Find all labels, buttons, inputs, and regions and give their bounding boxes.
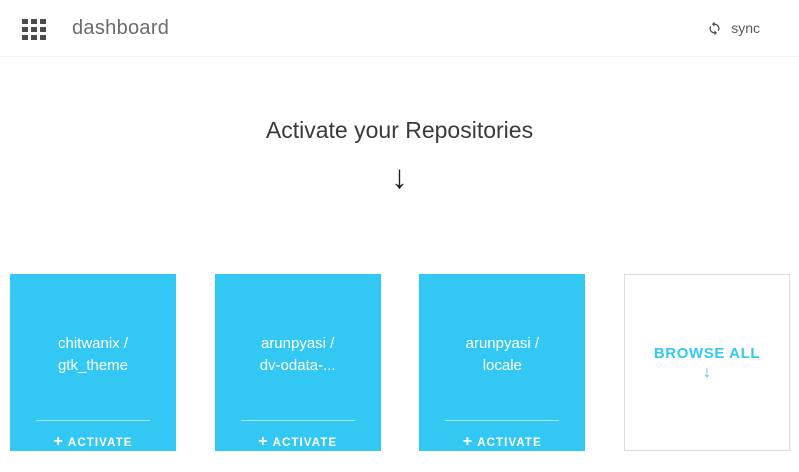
browse-down-arrow-icon: ↓ bbox=[702, 363, 711, 381]
repo-name: arunpyasi / locale bbox=[419, 274, 585, 420]
repo-name: chitwanix / gtk_theme bbox=[10, 274, 176, 420]
repo-title: gtk_theme bbox=[57, 357, 129, 374]
plus-icon: + bbox=[462, 433, 474, 450]
repo-owner: arunpyasi / bbox=[465, 335, 539, 352]
repository-cards-row: chitwanix / gtk_theme + ACTIVATE arunpya… bbox=[10, 274, 790, 451]
header: dashboard sync bbox=[0, 0, 799, 57]
activate-label: ACTIVATE bbox=[67, 437, 133, 449]
card-divider bbox=[240, 420, 355, 421]
repo-owner: chitwanix / bbox=[57, 335, 129, 352]
down-arrow-icon: ↓ bbox=[391, 158, 408, 195]
apps-grid-icon[interactable] bbox=[22, 18, 46, 40]
activate-heading: Activate your Repositories bbox=[265, 117, 534, 143]
repo-card-arunpyasi-dv-odata: arunpyasi / dv-odata-... + ACTIVATE bbox=[214, 274, 381, 451]
browse-all-label: BROWSE ALL bbox=[653, 344, 761, 362]
repo-card-arunpyasi-locale: arunpyasi / locale + ACTIVATE bbox=[419, 274, 586, 451]
card-divider bbox=[36, 420, 150, 421]
sync-button[interactable]: sync bbox=[707, 20, 760, 36]
browse-all-card[interactable]: BROWSE ALL ↓ bbox=[623, 274, 790, 451]
page-title: dashboard bbox=[72, 16, 170, 39]
repo-title: dv-odata-... bbox=[259, 357, 336, 374]
plus-icon: + bbox=[53, 433, 64, 450]
repo-title: locale bbox=[482, 357, 522, 374]
sync-refresh-icon bbox=[707, 21, 722, 36]
repo-name: arunpyasi / dv-odata-... bbox=[215, 274, 381, 420]
activate-label: ACTIVATE bbox=[477, 437, 542, 449]
sync-label: sync bbox=[731, 20, 760, 36]
activate-button[interactable]: + ACTIVATE bbox=[53, 433, 133, 451]
activate-label: ACTIVATE bbox=[272, 437, 338, 449]
activate-button[interactable]: + ACTIVATE bbox=[258, 433, 338, 451]
repo-owner: arunpyasi / bbox=[260, 335, 335, 352]
activate-button[interactable]: + ACTIVATE bbox=[462, 433, 542, 451]
repo-card-chitwanix-gtk-theme: chitwanix / gtk_theme + ACTIVATE bbox=[10, 274, 176, 451]
card-divider bbox=[445, 420, 560, 421]
plus-icon: + bbox=[258, 433, 269, 450]
